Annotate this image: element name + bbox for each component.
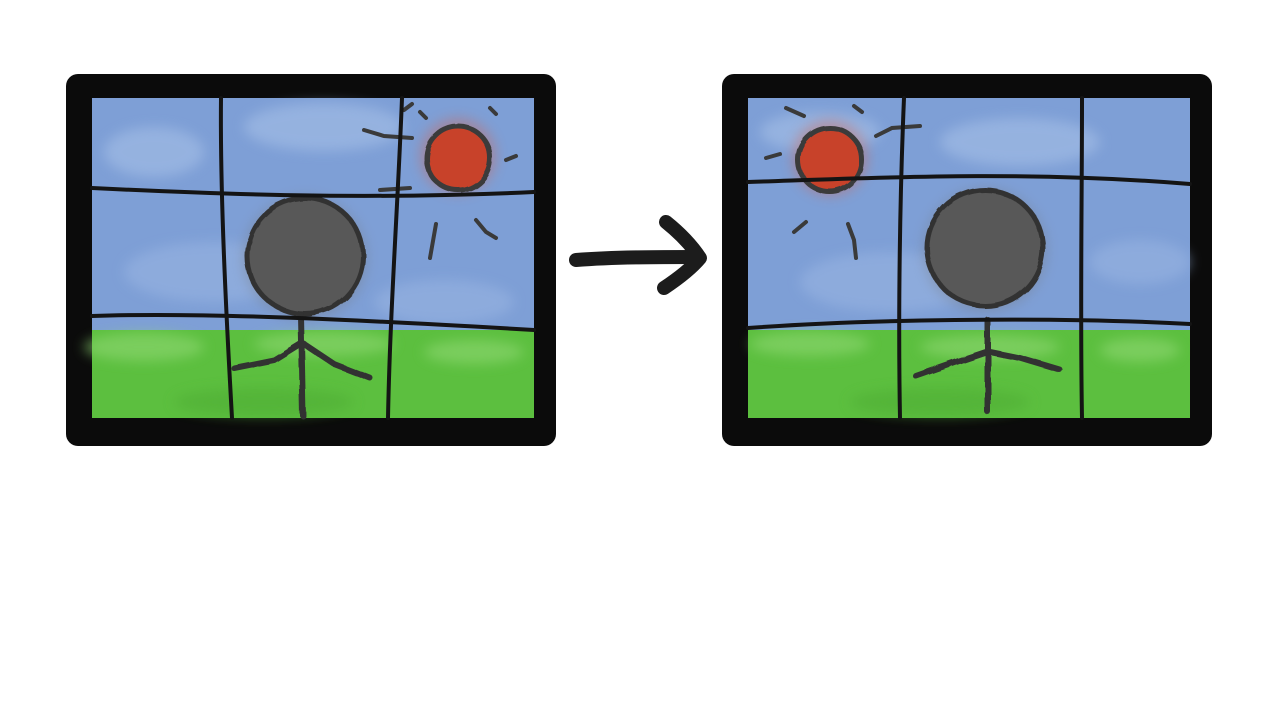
grass-texture [84, 332, 524, 416]
after-photo-frame [720, 72, 1212, 446]
grid-line-horizontal-top [90, 186, 536, 198]
grid-line-horizontal-bottom [746, 317, 1192, 330]
grid-line-vertical-left [218, 96, 234, 420]
stick-figure-icon [913, 187, 1063, 415]
grid-line-horizontal-bottom [90, 312, 536, 332]
sun-rays [764, 104, 922, 260]
sun-icon [764, 104, 922, 260]
grid-line-vertical-left [897, 96, 906, 420]
right-arrow-icon [566, 210, 712, 300]
grid-line-vertical-right [1079, 96, 1084, 420]
thirds-grid [746, 96, 1192, 420]
thirds-grid [90, 96, 536, 420]
stick-figure-icon [231, 195, 373, 419]
after-photo-svg [722, 74, 1212, 446]
before-photo-svg [66, 74, 556, 446]
grid-line-vertical-right [386, 96, 404, 420]
sun-rays [362, 102, 518, 260]
sun-icon [362, 102, 518, 260]
before-photo-frame [64, 72, 556, 446]
grid-line-horizontal-top [746, 174, 1192, 186]
